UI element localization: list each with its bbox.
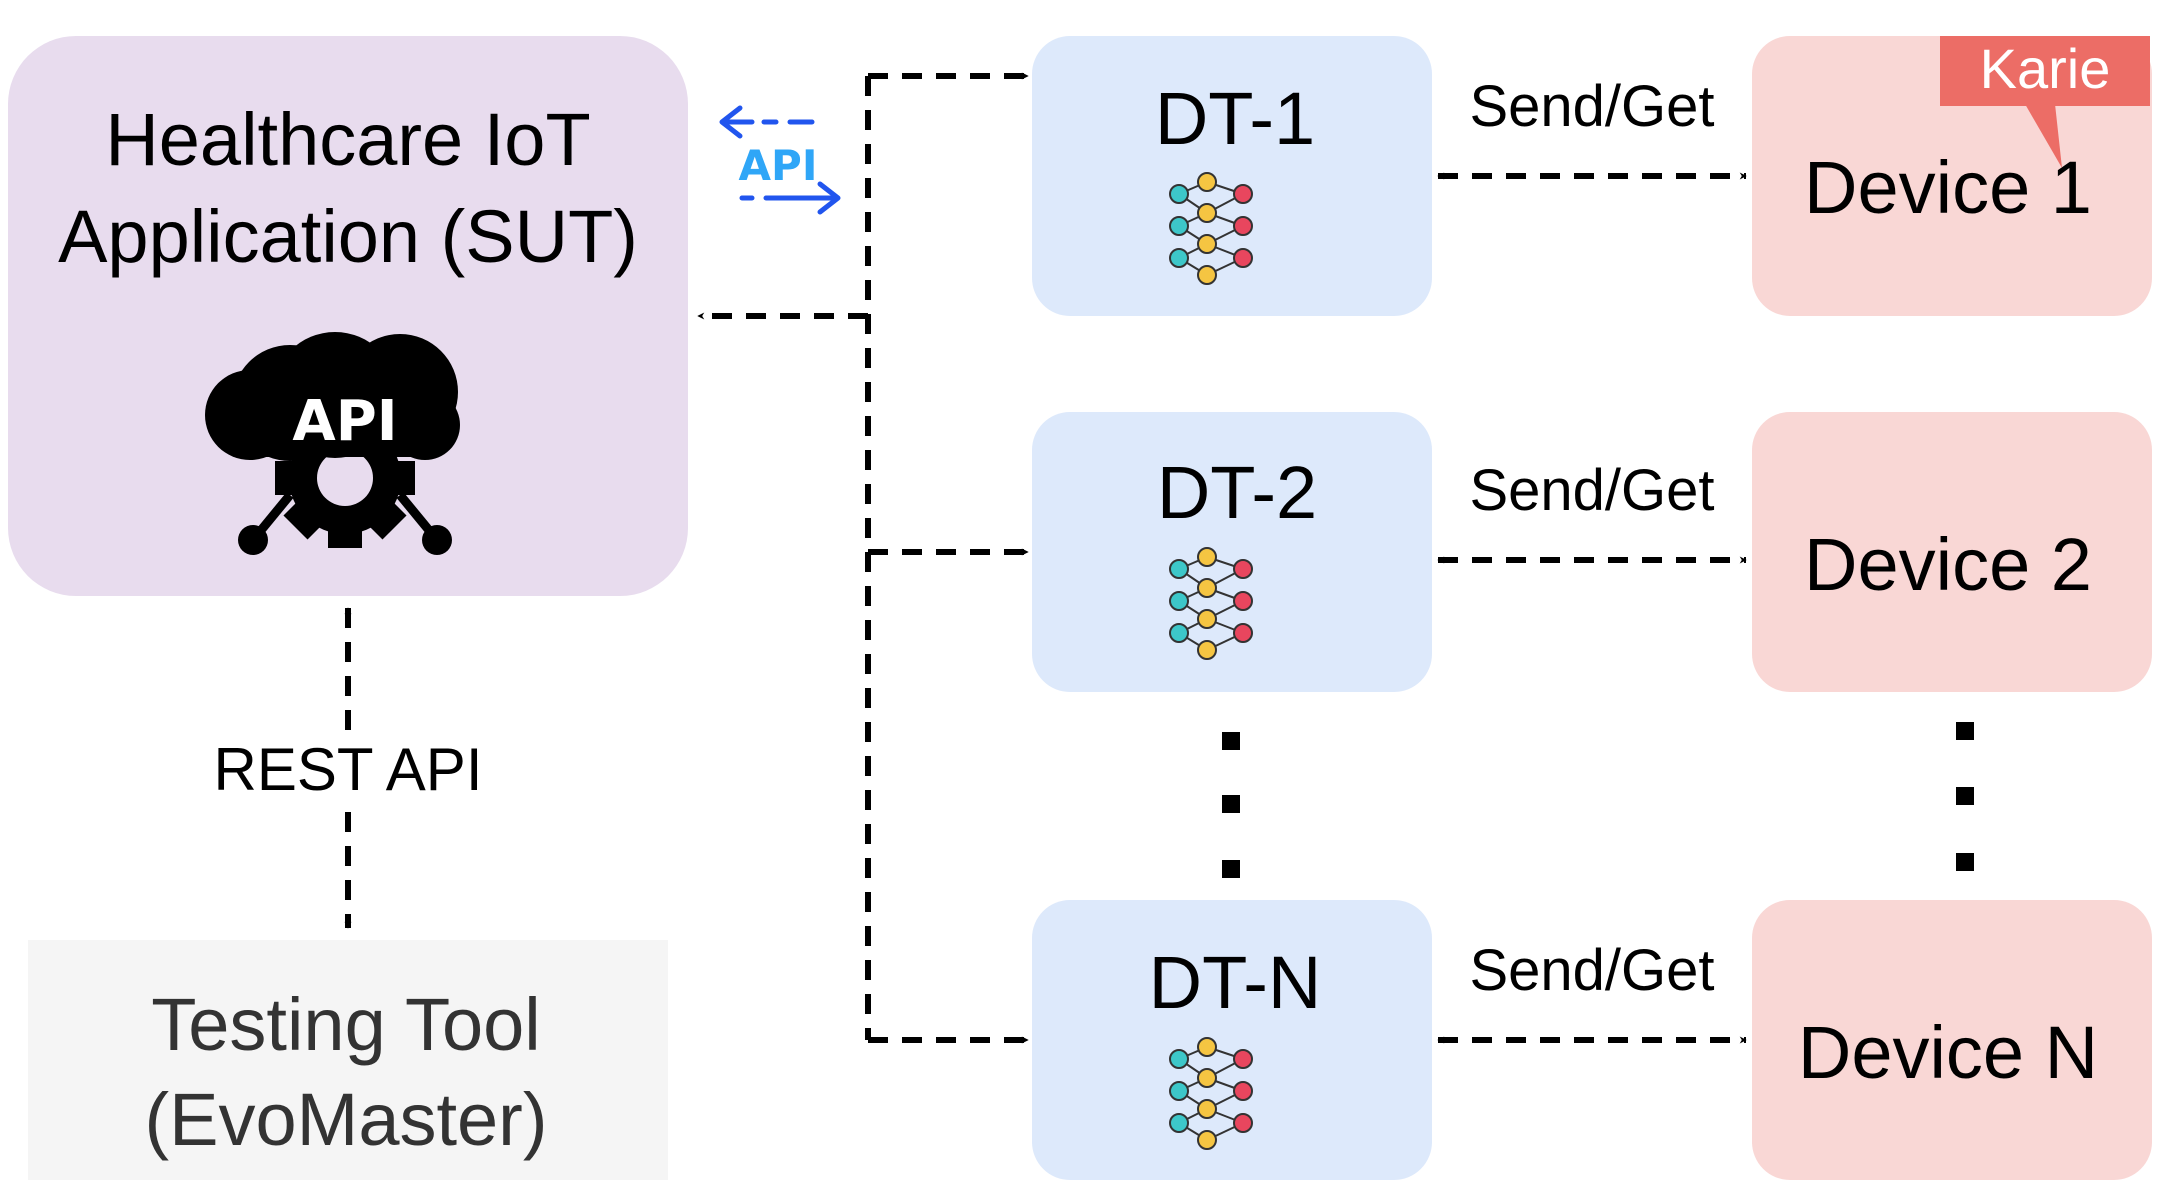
dt-label: DT-N — [1149, 941, 1322, 1024]
rest-api-label: REST API — [213, 736, 482, 803]
device-box — [1752, 900, 2152, 1180]
link-label: Send/Get — [1469, 938, 1714, 1003]
dt-device-link: Send/Get — [1437, 938, 1747, 1044]
device-node: Device 2 — [1752, 412, 2152, 692]
testing-tool-line2: (EvoMaster) — [145, 1078, 548, 1161]
sut-title-line2: Application (SUT) — [58, 195, 638, 278]
cloud-api-label: API — [292, 389, 397, 454]
dt-ellipsis — [1222, 732, 1240, 878]
api-exchange-icon: API — [719, 105, 841, 215]
dt-label: DT-2 — [1157, 451, 1317, 534]
dt-device-link: Send/Get — [1437, 458, 1747, 564]
rest-api-connector: REST API — [200, 607, 496, 929]
dt-box — [1032, 412, 1432, 692]
testing-tool-box — [28, 940, 668, 1180]
dt-label: DT-1 — [1155, 77, 1315, 160]
sut-box — [8, 36, 688, 596]
callout-bubble: Karie — [1940, 36, 2150, 168]
device-box — [1752, 412, 2152, 692]
dt-node: DT-1 — [1032, 36, 1432, 316]
link-label: Send/Get — [1469, 74, 1714, 139]
link-label: Send/Get — [1469, 458, 1714, 523]
dt-box — [1032, 900, 1432, 1180]
dt-node: DT-N — [1032, 900, 1432, 1180]
api-badge-label: API — [739, 141, 818, 190]
cloud-api-gear-icon: API — [205, 332, 460, 555]
callout-box — [1940, 36, 2150, 106]
dt-node: DT-2 — [1032, 412, 1432, 692]
device-label: Device 1 — [1804, 146, 2092, 229]
testing-tool-line1: Testing Tool — [151, 983, 540, 1066]
device-node: Device N — [1752, 900, 2152, 1180]
dt-device-link: Send/Get — [1437, 74, 1747, 180]
dt-box — [1032, 36, 1432, 316]
device-label: Device N — [1798, 1011, 2098, 1094]
device-label: Device 2 — [1804, 523, 2092, 606]
testing-tool-node: Testing Tool (EvoMaster) — [28, 940, 668, 1180]
sut-dt-trunk-connector — [697, 72, 1029, 1044]
sut-title-line1: Healthcare IoT — [105, 98, 590, 181]
callout-label: Karie — [1980, 37, 2111, 100]
sut-node: Healthcare IoT Application (SUT) API — [8, 36, 688, 596]
device-ellipsis — [1956, 722, 1974, 871]
